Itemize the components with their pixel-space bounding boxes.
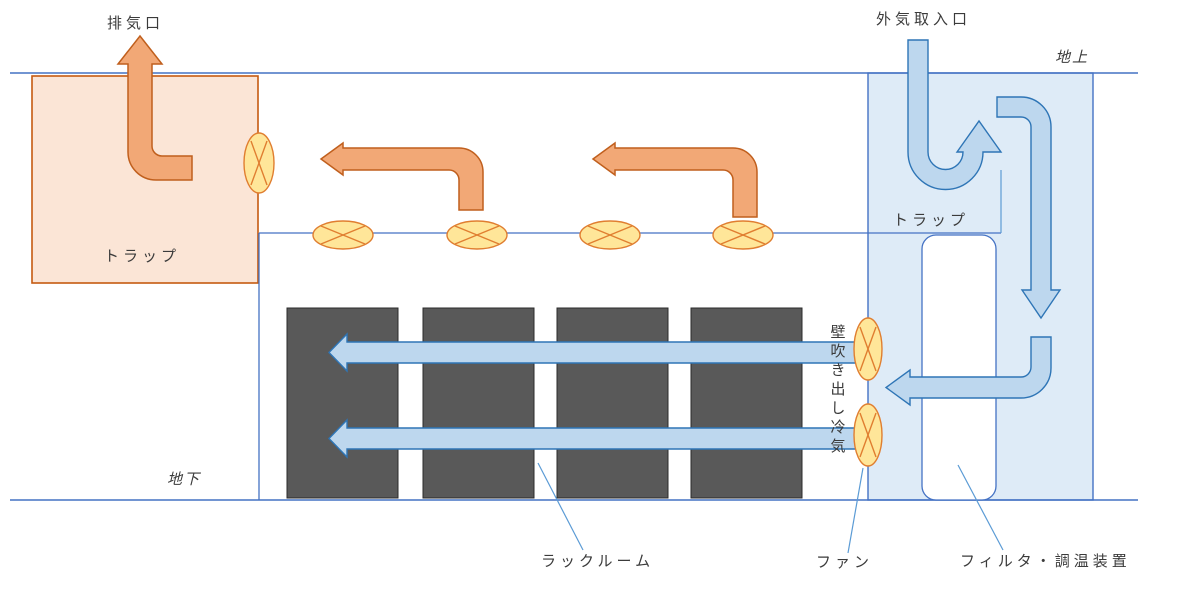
wall-fan-icon-2	[853, 403, 883, 467]
trap-left-label: トラップ	[104, 248, 181, 265]
ceiling-fan-icon-2	[446, 220, 508, 250]
wall-blowout-cold-air-label: 壁吹き出し冷気	[828, 324, 846, 457]
underground-label: 地下	[167, 471, 202, 488]
exhaust-duct-arrow	[116, 34, 193, 181]
filter-unit-box	[921, 234, 997, 501]
outside-air-intake-label: 外気取入口	[876, 11, 972, 28]
ceiling-fan-icon-3	[579, 220, 641, 250]
fan-leader-line	[847, 467, 864, 554]
trap-fan-icon	[243, 132, 275, 194]
rack-3	[556, 307, 669, 499]
trap-right-label: トラップ	[893, 212, 970, 229]
rack-room-label: ラックルーム	[541, 553, 655, 570]
above-ground-label: 地上	[1055, 49, 1090, 66]
intake-down-arrow	[996, 96, 1062, 320]
wall-fan-icon-1	[853, 317, 883, 381]
rack-2	[422, 307, 535, 499]
filter-unit-label: フィルタ・調温装置	[960, 553, 1131, 570]
intake-outlet-arrow	[884, 336, 1052, 407]
intake-u-turn-arrow	[907, 39, 1003, 191]
exhaust-outlet-label: 排気口	[107, 15, 165, 32]
filter-leader-line	[957, 464, 1004, 551]
ceiling-fan-icon-1	[312, 220, 374, 250]
rack-1	[286, 307, 399, 499]
rack-4	[690, 307, 803, 499]
hot-air-arrow-2	[591, 141, 758, 218]
fan-label: ファン	[816, 554, 874, 571]
ceiling-fan-icon-4	[712, 220, 774, 250]
rack-room-leader-line	[537, 462, 584, 551]
hot-air-arrow-1	[319, 141, 484, 211]
